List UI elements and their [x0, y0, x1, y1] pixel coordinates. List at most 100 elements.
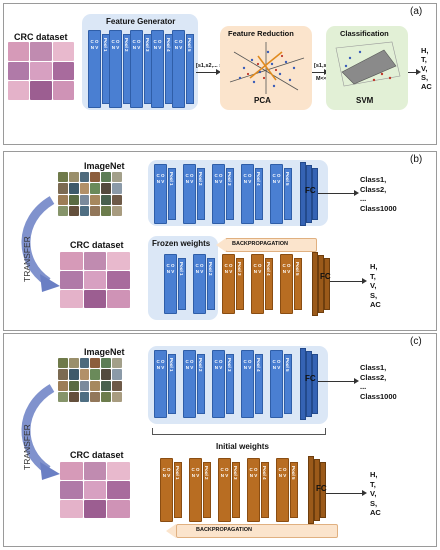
crc-thumbnails-c	[60, 462, 130, 518]
fc-layer-bar	[306, 165, 312, 223]
conv-label: C O N V	[90, 39, 99, 50]
conv-label: C O N V	[153, 39, 162, 50]
conv-block: C O N V	[251, 254, 264, 314]
conv-block: C O N V	[88, 30, 101, 108]
conv-label: C O N V	[278, 467, 287, 478]
pool-label: Pool 1	[103, 38, 108, 52]
conv-block: C O N V	[151, 30, 164, 108]
conv-block: C O N V	[222, 254, 235, 314]
pool-block	[294, 258, 302, 310]
classification-title: Classification	[340, 29, 389, 38]
pool-block	[186, 34, 194, 104]
conv-block: C O N V	[130, 30, 143, 108]
pool-label: Pool 4	[266, 262, 271, 276]
conv-block: C O N V	[183, 164, 196, 224]
conv-label: C O N V	[249, 467, 258, 478]
pool-label: Pool 4	[256, 172, 261, 186]
crc-thumbnails-a	[8, 42, 74, 100]
panel-b-tag: (b)	[410, 154, 423, 165]
pool-block	[207, 258, 215, 310]
svm-plane-plot	[335, 41, 401, 87]
pool-block	[236, 258, 244, 310]
pool-block	[168, 354, 176, 414]
panel-c-backprop-label: BACKPROPAGATION	[196, 527, 253, 533]
pool-block	[284, 354, 292, 414]
pool-label: Pool 1	[179, 262, 184, 276]
pool-label: Pool 4	[256, 358, 261, 372]
conv-block: C O N V	[172, 30, 185, 108]
panel-b-backprop-label: BACKPROPAGATION	[232, 241, 289, 247]
fc-layer-bar	[312, 168, 318, 220]
panel-c-classes-top: Class1, Class2, ... Class1000	[360, 363, 397, 401]
fc-layer-bar	[318, 255, 324, 313]
conv-block: C O N V	[218, 458, 231, 522]
conv-block: C O N V	[280, 254, 293, 314]
pool-label: Pool 2	[198, 172, 203, 186]
conv-label: C O N V	[282, 263, 291, 274]
pool-label: Pool 3	[237, 262, 242, 276]
conv-label: C O N V	[185, 359, 194, 370]
panel-a-dataset-label: CRC dataset	[14, 32, 68, 42]
conv-label: C O N V	[220, 467, 229, 478]
pool-block	[255, 168, 263, 220]
panel-b-fc-top: FC	[305, 186, 316, 195]
panel-c-outputs: H, T, V, S, AC	[370, 470, 381, 517]
pool-block	[232, 462, 240, 518]
pool-label: Pool 2	[204, 466, 209, 480]
svm-label: SVM	[356, 96, 374, 105]
conv-block: C O N V	[241, 350, 254, 418]
pretrained-network-box-b	[148, 160, 328, 226]
pca-scatter-plot	[229, 42, 305, 94]
conv-block: C O N V	[154, 350, 167, 418]
panel-c-initial-label: Initial weights	[216, 442, 269, 451]
conv-block: C O N V	[270, 350, 283, 418]
feature-reduction-title: Feature Reduction	[228, 29, 294, 38]
pool-label: Pool 5	[285, 358, 290, 372]
conv-block: C O N V	[160, 458, 173, 522]
conv-label: C O N V	[162, 467, 171, 478]
pool-label: Pool 1	[175, 466, 180, 480]
fc-layer-bar	[300, 348, 306, 420]
conv-block: C O N V	[212, 350, 225, 418]
conv-block: C O N V	[241, 164, 254, 224]
pool-block	[261, 462, 269, 518]
conv-block: C O N V	[164, 254, 177, 314]
conv-block: C O N V	[154, 164, 167, 224]
pool-label: Pool 3	[227, 358, 232, 372]
fc-layer-bar	[314, 459, 320, 521]
conv-label: C O N V	[243, 173, 252, 184]
panel-c-imagenet-label: ImageNet	[84, 347, 125, 357]
conv-label: C O N V	[156, 359, 165, 370]
conv-label: C O N V	[195, 263, 204, 274]
pool-block	[255, 354, 263, 414]
pool-label: Pool 5	[285, 172, 290, 186]
pool-block	[197, 354, 205, 414]
fc-layer-bar	[312, 252, 318, 316]
pool-label: Pool 2	[124, 38, 129, 52]
pool-block	[197, 168, 205, 220]
pool-label: Pool 5	[291, 466, 296, 480]
pretrained-network-box-c	[148, 346, 328, 424]
conv-label: C O N V	[132, 39, 141, 50]
conv-label: C O N V	[156, 173, 165, 184]
panel-c-dataset-label: CRC dataset	[70, 450, 124, 460]
conv-block: C O N V	[212, 164, 225, 224]
panel-c-tag: (c)	[410, 336, 422, 347]
pool-label: Pool 3	[227, 172, 232, 186]
panel-b-outputs: H, T, V, S, AC	[370, 262, 381, 309]
pool-block	[178, 258, 186, 310]
panel-b-classes-top: Class1, Class2, ... Class1000	[360, 175, 397, 213]
panel-c-fc-top: FC	[305, 374, 316, 383]
conv-label: C O N V	[214, 173, 223, 184]
pool-block	[168, 168, 176, 220]
feature-vector-label: [s1,s2,... sN]	[196, 63, 229, 69]
conv-label: C O N V	[174, 39, 183, 50]
conv-label: C O N V	[224, 263, 233, 274]
pool-block	[290, 462, 298, 518]
pool-label: Pool 3	[145, 38, 150, 52]
panel-b-fc-bottom: FC	[320, 272, 331, 281]
panel-a-outputs: H, T, V, S, AC	[421, 46, 432, 91]
conv-block: C O N V	[189, 458, 202, 522]
pca-label: PCA	[254, 96, 271, 105]
conv-block: C O N V	[193, 254, 206, 314]
